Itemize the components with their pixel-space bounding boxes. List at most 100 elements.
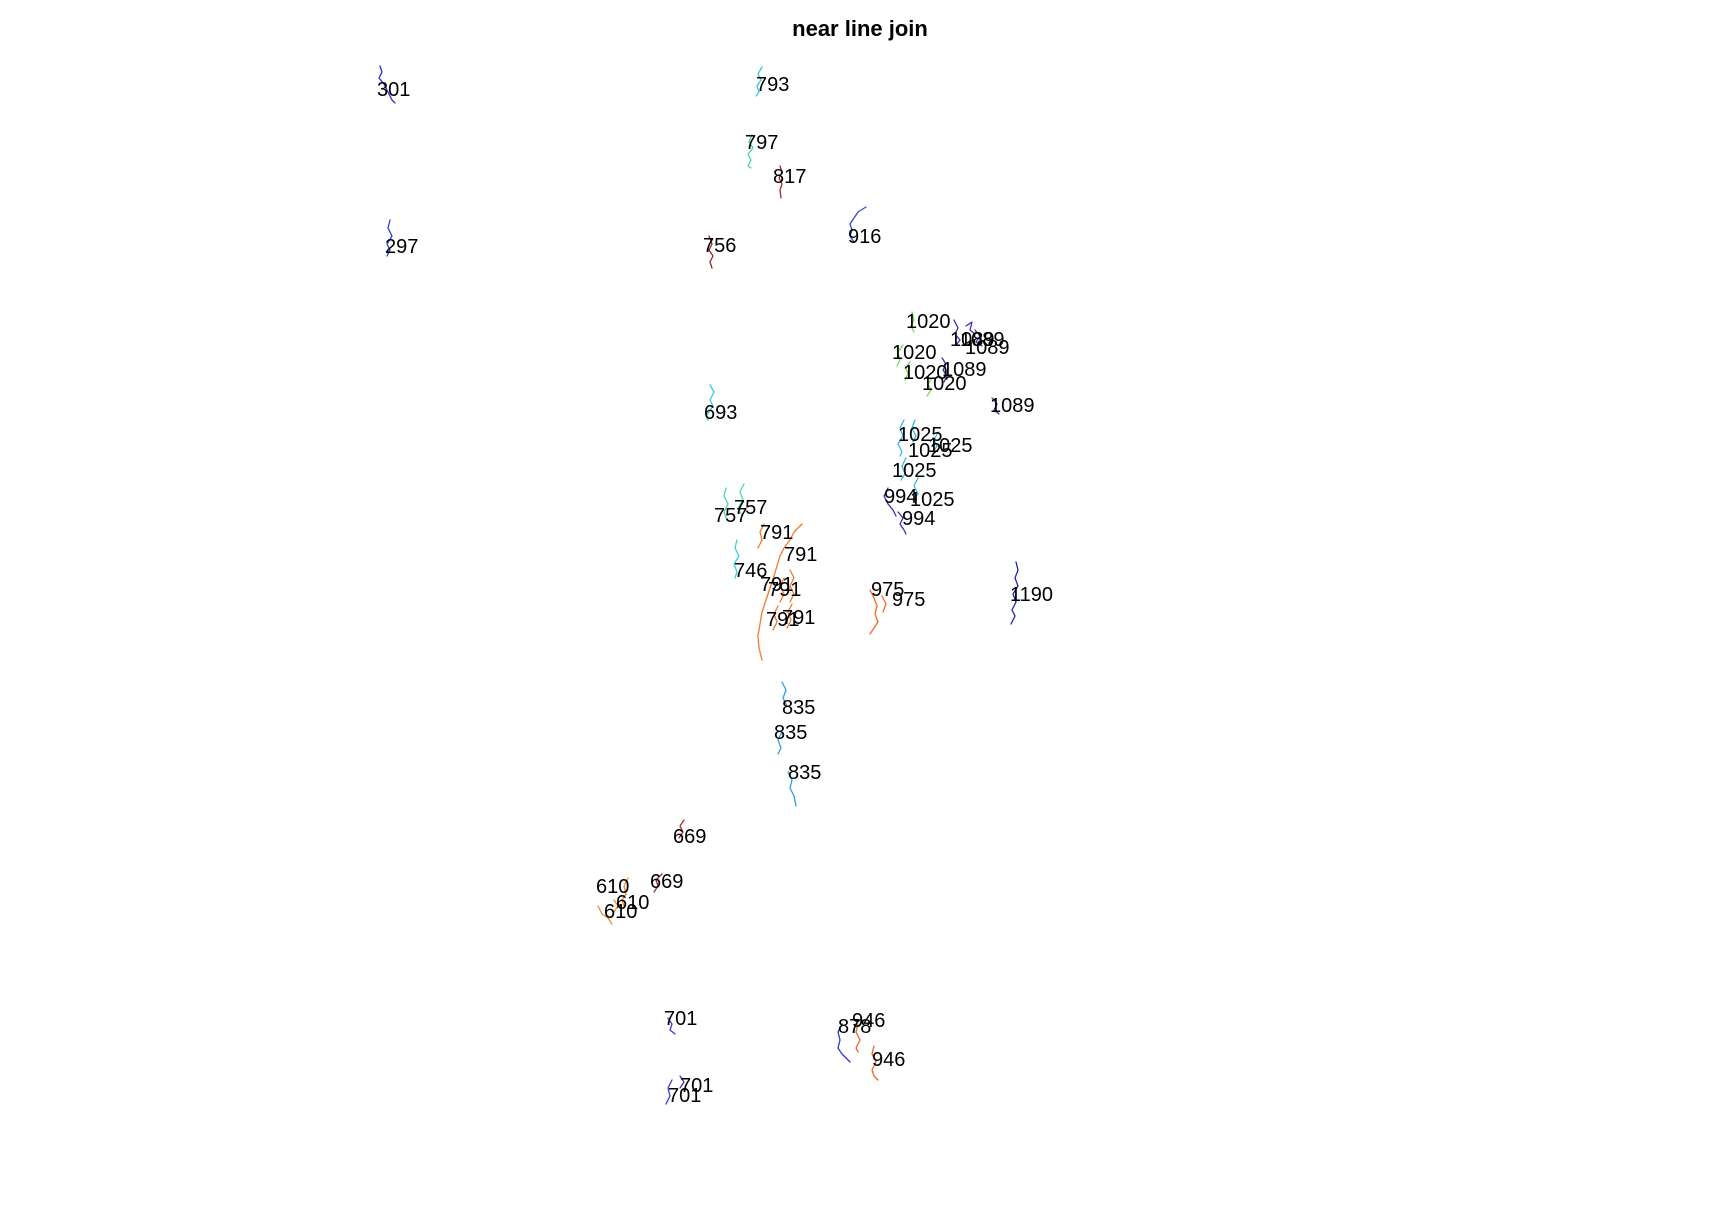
line-segment-975 [869, 589, 879, 635]
line-segment-669 [653, 873, 663, 893]
line-segment-756 [708, 235, 714, 269]
line-segment-701 [679, 1075, 685, 1089]
line-segment-878 [837, 1023, 851, 1063]
line-label-1025: 1025 [908, 440, 953, 462]
line-label-994: 994 [884, 486, 917, 508]
line-label-1025: 1025 [892, 460, 937, 482]
stream-lines [378, 65, 1019, 1105]
line-label-1025: 1025 [898, 424, 943, 446]
line-label-1089: 1089 [950, 329, 995, 351]
line-segment-916 [849, 206, 867, 243]
line-segment-1190 [1010, 561, 1019, 625]
line-segment-757 [723, 487, 729, 521]
line-label-1190: 1190 [1010, 584, 1053, 606]
line-segment-1020 [904, 361, 911, 381]
line-label-878: 878 [838, 1016, 871, 1038]
line-segment-693 [705, 384, 715, 421]
line-segment-1025 [900, 457, 907, 481]
line-label-610: 610 [604, 901, 637, 923]
line-label-994: 994 [902, 508, 935, 530]
line-segment-994 [897, 511, 907, 535]
line-label-1089: 1089 [965, 337, 1010, 359]
line-label-946: 946 [872, 1049, 905, 1071]
line-label-1089: 1089 [960, 329, 1005, 351]
line-label-817: 817 [773, 166, 806, 188]
line-segment-1089 [953, 319, 961, 345]
line-label-756: 756 [703, 235, 736, 257]
line-label-797: 797 [745, 132, 778, 154]
line-segment-791 [779, 577, 785, 603]
line-label-791: 791 [784, 544, 817, 566]
line-segment-835 [781, 681, 788, 707]
line-label-669: 669 [650, 871, 683, 893]
line-segment-975 [881, 595, 887, 613]
line-label-1020: 1020 [892, 342, 937, 364]
line-label-757: 757 [734, 497, 767, 519]
line-segment-1025 [932, 431, 939, 453]
line-segment-791 [772, 605, 779, 631]
line-label-693: 693 [704, 402, 737, 424]
line-segment-797 [747, 134, 754, 169]
line-label-757: 757 [714, 505, 747, 527]
line-segment-610 [597, 905, 613, 925]
line-label-791: 791 [760, 522, 793, 544]
line-label-301: 301 [377, 79, 410, 101]
line-label-1025: 1025 [910, 489, 955, 511]
line-label-701: 701 [668, 1085, 701, 1107]
line-segment-791 [757, 523, 803, 661]
line-segment-701 [665, 1079, 673, 1105]
line-label-701: 701 [680, 1075, 713, 1097]
line-label-835: 835 [788, 762, 821, 784]
line-segment-301 [378, 65, 396, 104]
line-label-916: 916 [848, 226, 881, 248]
line-segment-791 [786, 603, 793, 629]
line-label-746: 746 [734, 560, 767, 582]
line-segment-1089 [941, 357, 948, 383]
line-segment-701 [667, 1017, 676, 1035]
line-segment-297 [386, 219, 393, 257]
line-segment-1025 [911, 419, 917, 443]
line-label-835: 835 [774, 722, 807, 744]
line-label-791: 791 [782, 607, 815, 629]
line-label-975: 975 [892, 589, 925, 611]
line-label-1020: 1020 [906, 311, 951, 333]
line-label-701: 701 [664, 1008, 697, 1030]
line-label-791: 791 [760, 574, 793, 596]
line-segment-610 [613, 899, 619, 913]
line-segment-817 [778, 165, 783, 199]
line-segment-793 [755, 66, 763, 97]
line-label-791: 791 [768, 579, 801, 601]
line-segment-669 [678, 819, 685, 839]
line-segment-1089 [991, 397, 1000, 415]
line-label-669: 669 [673, 826, 706, 848]
line-segment-610 [621, 877, 629, 907]
line-segment-791 [757, 523, 765, 549]
line-label-791: 791 [766, 609, 799, 631]
line-segment-994 [883, 487, 897, 517]
line-label-1025: 1025 [928, 435, 973, 457]
line-segment-1020 [910, 311, 915, 333]
line-label-297: 297 [385, 236, 418, 258]
line-label-793: 793 [756, 74, 789, 96]
line-label-835: 835 [782, 697, 815, 719]
line-segment-757 [737, 483, 745, 515]
line-segment-1025 [912, 477, 919, 501]
line-segment-835 [777, 731, 783, 755]
line-label-946: 946 [852, 1010, 885, 1032]
line-segment-946 [871, 1045, 879, 1081]
line-label-610: 610 [616, 892, 649, 914]
line-segment-1020 [896, 344, 904, 367]
line-label-610: 610 [596, 876, 629, 898]
line-label-1089: 1089 [942, 359, 987, 381]
line-segment-1025 [897, 419, 905, 457]
line-segment-791 [789, 569, 795, 603]
line-segment-1020 [926, 377, 933, 397]
line-label-1020: 1020 [922, 373, 967, 395]
line-segment-835 [787, 771, 797, 807]
line-label-1089: 1089 [990, 395, 1035, 417]
line-label-1020: 1020 [903, 362, 948, 384]
line-segment-1089 [965, 321, 976, 335]
map-title: near line join [792, 16, 928, 41]
